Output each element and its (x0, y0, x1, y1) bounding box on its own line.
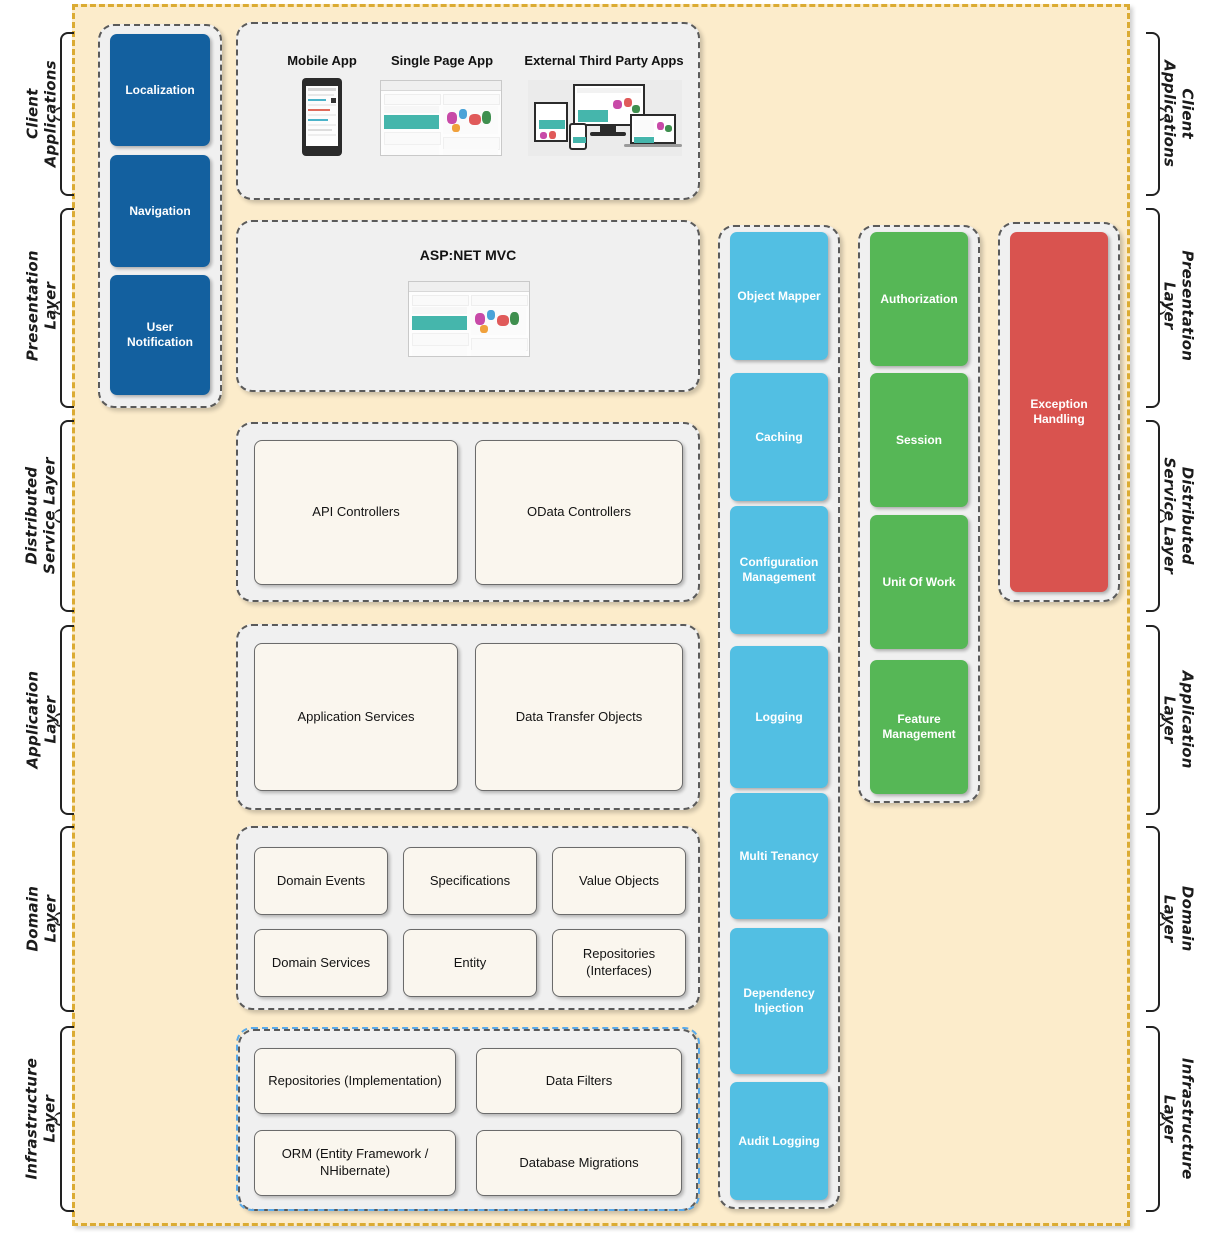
left-label-distributed-service-layer: Distributed Service Layer (22, 457, 58, 575)
tile-audit-logging[interactable]: Audit Logging (730, 1082, 828, 1200)
left-brace-presentation-layer (54, 208, 74, 408)
device-laptop (630, 114, 676, 144)
infrastructure-layer-group (236, 1027, 700, 1211)
left-brace-distributed-service-layer (54, 420, 74, 612)
card-domain-events[interactable]: Domain Events (254, 847, 388, 915)
card-application-services[interactable]: Application Services (254, 643, 458, 791)
right-brace-client-applications (1146, 32, 1166, 196)
card-entity[interactable]: Entity (403, 929, 537, 997)
left-label-client-applications: Client Applications (23, 60, 59, 168)
tile-exception-handling[interactable]: Exception Handling (1010, 232, 1108, 592)
browser-dashboard-thumbnail-spa (380, 80, 502, 156)
tile-configuration-management[interactable]: Configuration Management (730, 506, 828, 634)
right-brace-application-layer (1146, 625, 1166, 815)
tile-authorization[interactable]: Authorization (870, 232, 968, 366)
tile-localization[interactable]: Localization (110, 34, 210, 146)
caption-external-third-party-apps: External Third Party Apps (524, 53, 684, 68)
caption-mobile-app: Mobile App (287, 53, 357, 68)
tile-caching[interactable]: Caching (730, 373, 828, 501)
tile-unit-of-work[interactable]: Unit Of Work (870, 515, 968, 649)
card-repositories-implementation[interactable]: Repositories (Implementation) (254, 1048, 456, 1114)
right-brace-infrastructure-layer (1146, 1026, 1166, 1212)
mobile-phone-dashboard-thumbnail (302, 78, 342, 156)
tile-logging[interactable]: Logging (730, 646, 828, 788)
browser-bar-mvc (409, 282, 529, 292)
left-label-presentation-layer: Presentation Layer (23, 250, 59, 362)
card-data-transfer-objects[interactable]: Data Transfer Objects (475, 643, 683, 791)
right-label-presentation-layer: Presentation Layer (1161, 250, 1197, 362)
browser-dashboard-thumbnail-mvc (408, 281, 530, 357)
card-value-objects[interactable]: Value Objects (552, 847, 686, 915)
card-odata-controllers[interactable]: OData Controllers (475, 440, 683, 585)
left-brace-domain-layer (54, 826, 74, 1012)
tile-navigation[interactable]: Navigation (110, 155, 210, 267)
left-brace-application-layer (54, 625, 74, 815)
right-brace-domain-layer (1146, 826, 1166, 1012)
right-label-application-layer: Application Layer (1161, 670, 1197, 769)
left-brace-client-applications (54, 32, 74, 196)
tile-dependency-injection[interactable]: Dependency Injection (730, 928, 828, 1074)
tile-feature-management[interactable]: Feature Management (870, 660, 968, 794)
card-repositories-interfaces[interactable]: Repositories (Interfaces) (552, 929, 686, 997)
right-label-client-applications: Client Applications (1161, 60, 1197, 168)
left-label-domain-layer: Domain Layer (23, 885, 59, 952)
device-tablet (534, 102, 568, 142)
card-api-controllers[interactable]: API Controllers (254, 440, 458, 585)
left-label-application-layer: Application Layer (23, 670, 59, 769)
right-label-infrastructure-layer: Infrastructure Layer (1161, 1057, 1197, 1180)
card-data-filters[interactable]: Data Filters (476, 1048, 682, 1114)
card-database-migrations[interactable]: Database Migrations (476, 1130, 682, 1196)
tile-session[interactable]: Session (870, 373, 968, 507)
card-orm[interactable]: ORM (Entity Framework / NHibernate) (254, 1130, 456, 1196)
caption-single-page-app: Single Page App (390, 53, 494, 68)
multi-device-dashboard-thumbnail (528, 80, 682, 156)
device-phone (569, 123, 587, 150)
right-brace-distributed-service-layer (1146, 420, 1166, 612)
card-specifications[interactable]: Specifications (403, 847, 537, 915)
aspnet-mvc-title: ASP:NET MVC (419, 247, 517, 263)
phone-screen (306, 86, 338, 146)
right-label-distributed-service-layer: Distributed Service Layer (1161, 457, 1197, 575)
right-label-domain-layer: Domain Layer (1161, 885, 1197, 952)
tile-user-notification[interactable]: User Notification (110, 275, 210, 395)
card-domain-services[interactable]: Domain Services (254, 929, 388, 997)
device-monitor (573, 84, 645, 126)
browser-bar (381, 81, 501, 91)
tile-object-mapper[interactable]: Object Mapper (730, 232, 828, 360)
left-label-infrastructure-layer: Infrastructure Layer (22, 1057, 58, 1180)
right-brace-presentation-layer (1146, 208, 1166, 408)
left-brace-infrastructure-layer (54, 1026, 74, 1212)
tile-multi-tenancy[interactable]: Multi Tenancy (730, 793, 828, 919)
